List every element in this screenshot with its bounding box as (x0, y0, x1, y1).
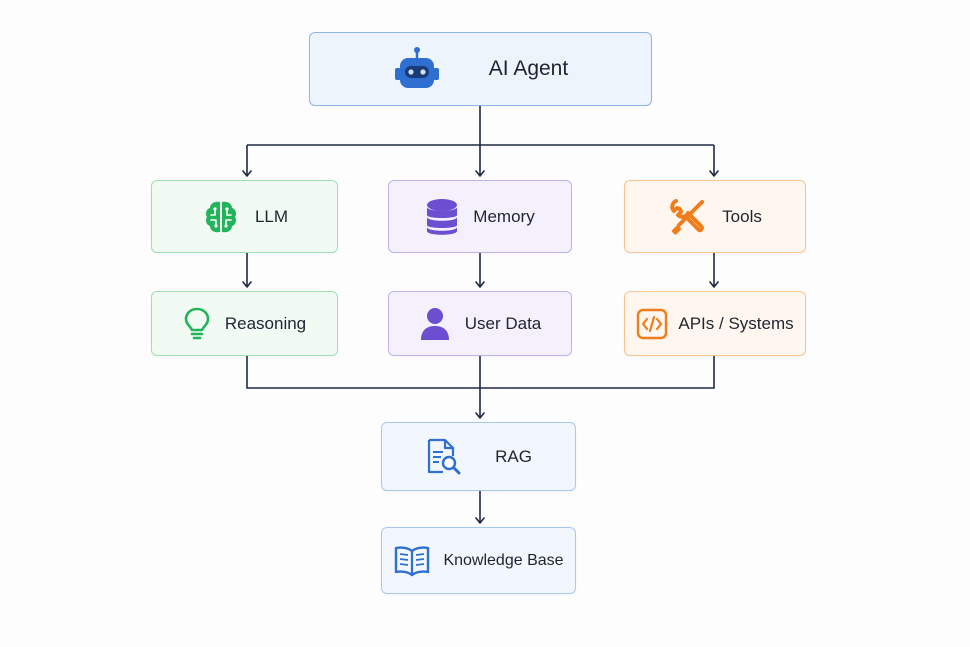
edge-agent-split (247, 106, 714, 146)
node-rag: RAG (381, 422, 576, 491)
wrench-screwdriver-icon (668, 197, 708, 237)
node-tools: Tools (624, 180, 806, 253)
node-user-data: User Data (388, 291, 572, 356)
code-icon (636, 308, 668, 340)
lightbulb-icon (183, 306, 211, 342)
edge-merge-to-rag (246, 356, 715, 389)
node-label: APIs / Systems (678, 313, 794, 333)
database-icon (425, 197, 459, 237)
node-memory: Memory (388, 180, 572, 253)
node-apis-systems: APIs / Systems (624, 291, 806, 356)
node-ai-agent: AI Agent (309, 32, 652, 106)
node-reasoning: Reasoning (151, 291, 338, 356)
node-label: User Data (464, 313, 542, 333)
node-label: Knowledge Base (443, 551, 564, 569)
node-label: Tools (722, 206, 762, 226)
book-icon (393, 545, 431, 577)
user-icon (419, 306, 451, 342)
node-label: LLM (254, 206, 289, 226)
node-label: Memory (473, 206, 535, 226)
node-label: Reasoning (224, 313, 307, 333)
node-knowledge-base: Knowledge Base (381, 527, 576, 594)
node-llm: LLM (151, 180, 338, 253)
document-search-icon (425, 438, 461, 476)
brain-icon (201, 197, 241, 237)
node-label: RAG (495, 446, 532, 466)
robot-icon (393, 46, 441, 92)
node-label: AI Agent (488, 57, 569, 80)
